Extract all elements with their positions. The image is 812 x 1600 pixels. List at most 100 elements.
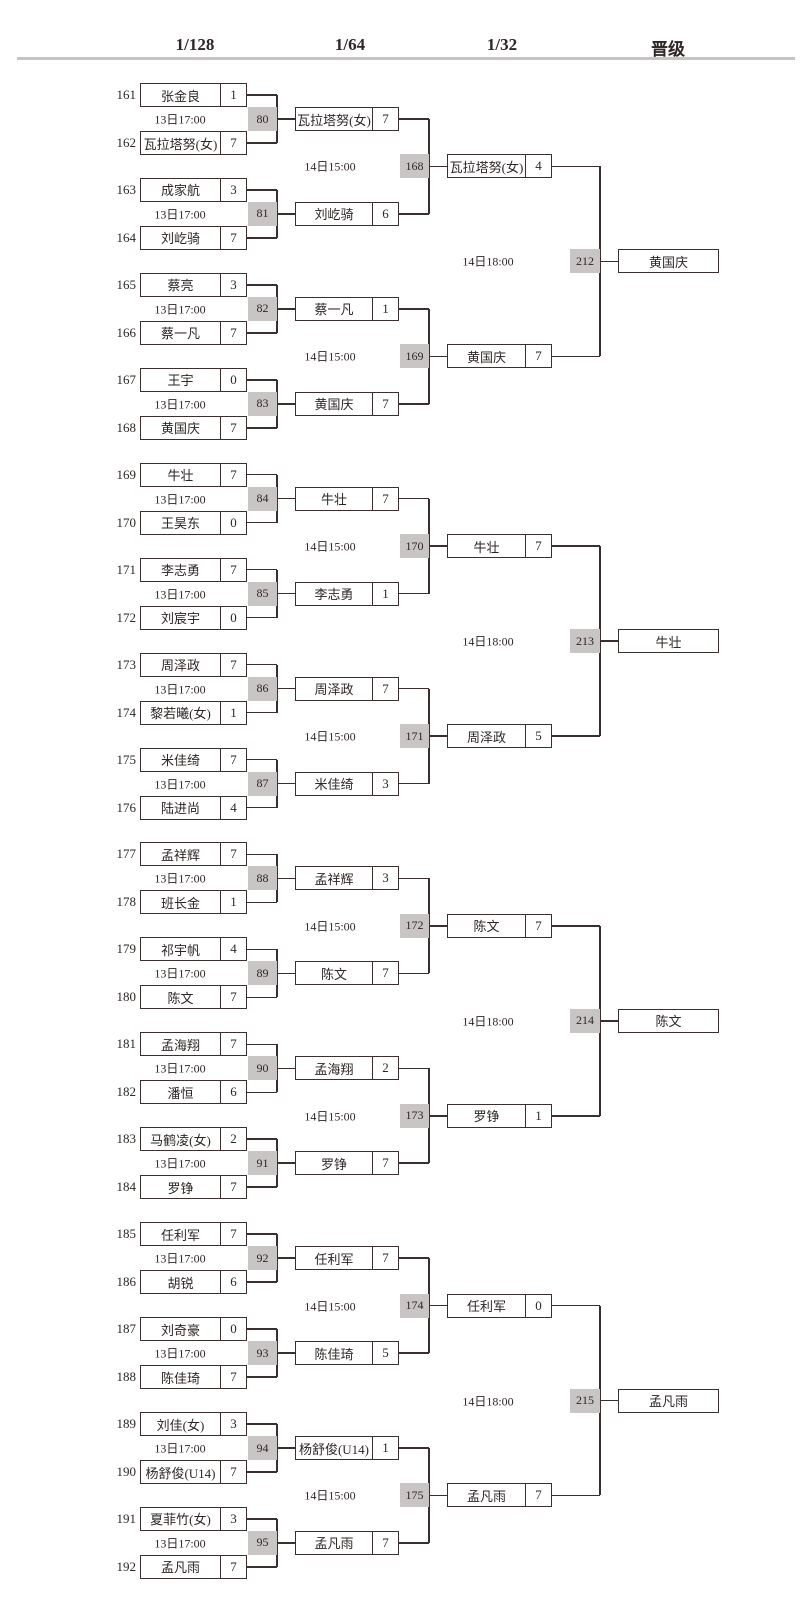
match-number-r128: 87	[248, 771, 277, 796]
score: 7	[220, 843, 246, 866]
player-name: 李志勇	[160, 563, 200, 579]
score: 1	[372, 297, 398, 320]
score: 1	[372, 1437, 398, 1460]
match-time-r128: 13日17:00	[154, 587, 206, 602]
score: 7	[372, 108, 398, 130]
seed-number: 162	[116, 135, 137, 150]
score: 7	[220, 321, 246, 344]
connector-line	[277, 592, 295, 595]
match-time-r128: 13日17:00	[154, 397, 206, 412]
advance-winner-box: 孟凡雨	[618, 1388, 719, 1413]
seed-number: 167	[116, 371, 137, 387]
player-name: 王昊东	[160, 516, 200, 532]
player-name: 黄国庆	[314, 397, 354, 413]
connector-line	[600, 1399, 618, 1402]
advance-winner-box: 陈文	[618, 1008, 719, 1033]
score: 3	[372, 867, 398, 890]
player-name: 任利军	[466, 1299, 506, 1315]
player-name: 罗铮	[320, 1156, 347, 1172]
seed-number: 185	[116, 1226, 137, 1242]
score: 1	[372, 582, 398, 605]
score: 3	[220, 1413, 246, 1436]
match-time-r128: 13日17:00	[154, 1156, 206, 1171]
player-name: 黄国庆	[160, 421, 200, 437]
player-name: 周泽政	[466, 729, 506, 745]
match-time-r32: 14日18:00	[462, 1014, 514, 1029]
score: 0	[220, 1318, 246, 1341]
connector-line	[247, 1138, 277, 1140]
score: 5	[525, 725, 551, 748]
match-time-r128: 13日17:00	[154, 682, 206, 697]
score: 7	[220, 1176, 246, 1199]
match-number-r64: 175	[400, 1483, 429, 1508]
connector-line	[429, 545, 447, 547]
connector-line	[277, 877, 295, 880]
player-name: 牛壮	[167, 468, 194, 484]
player-name: 刘屹骑	[314, 207, 354, 223]
match-time-r64: 14日15:00	[304, 349, 356, 364]
score: 7	[220, 1033, 246, 1056]
match-time-r32: 14日18:00	[462, 634, 514, 649]
player-box-r128: 瓦拉塔努(女)7	[140, 131, 247, 155]
player-name: 罗铮	[473, 1109, 500, 1125]
connector-line	[247, 1518, 277, 1520]
connector-line	[247, 94, 277, 96]
score: 6	[372, 202, 398, 225]
match-time-r128: 13日17:00	[154, 112, 206, 127]
score: 0	[220, 511, 246, 534]
seed-number: 184	[116, 1179, 137, 1195]
match-number-r128: 92	[248, 1246, 277, 1271]
player-name: 陈文	[473, 919, 500, 935]
score: 7	[525, 914, 551, 937]
match-number-r64: 173	[400, 1103, 429, 1128]
match-number-r128: 84	[248, 486, 277, 511]
seed-number: 191	[116, 1510, 137, 1526]
player-name: 孟海翔	[314, 1061, 354, 1077]
match-time-r128: 13日17:00	[154, 1061, 206, 1076]
score: 7	[220, 1223, 246, 1246]
match-number-r128: 95	[248, 1530, 277, 1555]
match-number-r128: 83	[248, 391, 277, 416]
connector-line	[399, 1257, 429, 1259]
player-name: 瓦拉塔努(女)	[449, 159, 524, 175]
match-number-r128: 88	[248, 866, 277, 891]
match-time-r128: 13日17:00	[154, 207, 206, 222]
header-divider	[17, 57, 795, 60]
player-box-r32: 陈文 7	[447, 913, 552, 938]
connector-line	[552, 925, 600, 927]
score: 7	[372, 487, 398, 510]
score: 7	[220, 1366, 246, 1389]
seed-number: 182	[116, 1084, 137, 1100]
connector-line	[247, 142, 277, 144]
connector-line	[429, 1494, 447, 1497]
seed-number: 179	[116, 941, 137, 957]
score: 7	[525, 1484, 551, 1507]
player-name: 黄国庆	[466, 349, 506, 365]
seed-number: 183	[116, 1131, 137, 1147]
connector-line	[277, 1162, 295, 1164]
player-name: 牛壮	[473, 539, 500, 555]
score: 7	[372, 677, 398, 700]
score: 4	[525, 155, 551, 178]
score: 7	[220, 132, 246, 154]
match-number-r64: 172	[400, 913, 429, 938]
player-name: 刘屹骑	[160, 231, 200, 247]
connector-line	[247, 237, 277, 239]
score: 7	[220, 748, 246, 771]
seed-number: 178	[116, 894, 137, 910]
player-name: 陈佳琦	[160, 1370, 200, 1386]
match-number-r64: 171	[400, 724, 429, 749]
seed-number: 181	[116, 1036, 137, 1052]
connector-line	[399, 687, 429, 690]
seed-number: 165	[116, 276, 137, 292]
match-number-r32: 214	[570, 1008, 600, 1033]
score: 7	[372, 1531, 398, 1554]
